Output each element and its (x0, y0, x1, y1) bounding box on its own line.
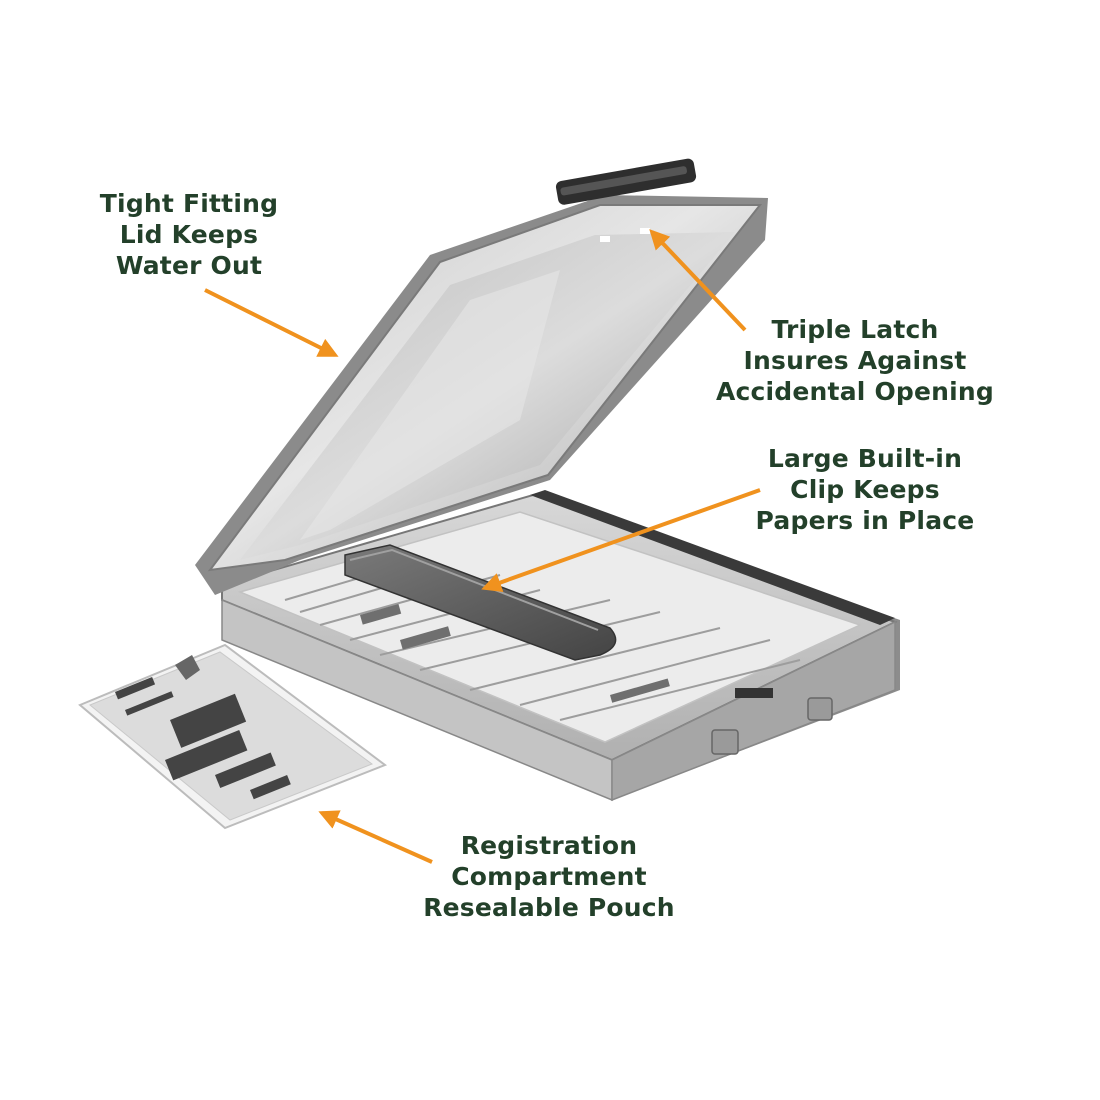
latch-callout-line-2: Insures Against (743, 346, 967, 375)
clip-callout-line-2: Clip Keeps (790, 475, 940, 504)
latch-callout-line-3: Accidental Opening (715, 377, 995, 406)
latch-callout: Triple Latch Insures Against Accidental … (700, 314, 1010, 407)
lid-arrow-icon (204, 288, 339, 357)
front-latches (711, 688, 833, 755)
callout-arrows (204, 229, 761, 864)
registration-pouch (78, 643, 388, 830)
pouch-callout-line-1: Registration (460, 831, 638, 860)
pouch-callout: Registration Compartment Resealable Pouc… (408, 830, 690, 923)
lid-callout-line-1: Tight Fitting (99, 189, 279, 218)
pouch-callout-line-3: Resealable Pouch (423, 893, 675, 922)
box-lid (195, 158, 768, 595)
latch-arrow-icon (649, 229, 747, 332)
clip-callout: Large Built-in Clip Keeps Papers in Plac… (735, 443, 995, 536)
lid-callout-line-3: Water Out (115, 251, 263, 280)
lid-callout: Tight Fitting Lid Keeps Water Out (84, 188, 294, 281)
built-in-clip (344, 544, 617, 661)
latch-callout-line-1: Triple Latch (771, 315, 939, 344)
pouch-arrow-icon (318, 810, 433, 864)
pouch-callout-line-2: Compartment (451, 862, 647, 891)
lid-callout-line-2: Lid Keeps (119, 220, 259, 249)
clip-callout-line-1: Large Built-in (767, 444, 963, 473)
clip-callout-line-3: Papers in Place (755, 506, 975, 535)
clip-arrow-icon (481, 488, 761, 593)
